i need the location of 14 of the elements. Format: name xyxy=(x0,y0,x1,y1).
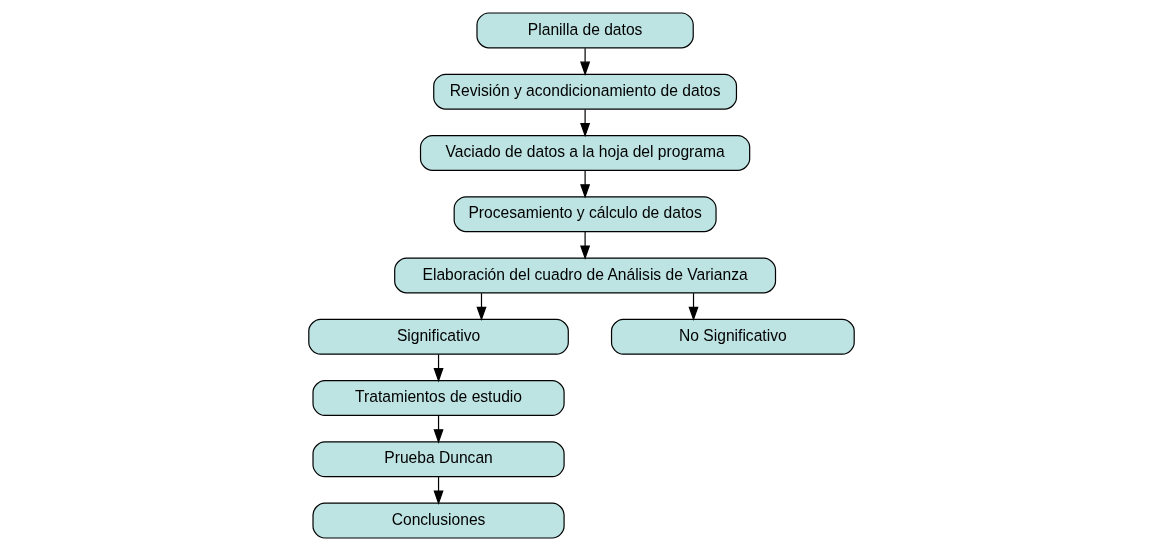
node-box: Significativo xyxy=(308,318,569,355)
node-box: Prueba Duncan xyxy=(312,441,565,478)
node-box: Conclusiones xyxy=(312,502,565,539)
node-box: Elaboración del cuadro de Análisis de Varianza xyxy=(394,257,777,294)
node-box: Revisión y acondicionamiento de datos xyxy=(433,73,738,110)
arrow xyxy=(580,108,591,138)
arrow xyxy=(580,231,591,260)
arrow xyxy=(580,47,591,77)
node-box: Vaciado de datos a la hoja del programa xyxy=(419,134,751,171)
node-box: Planilla de datos xyxy=(476,12,694,49)
node-box: No Significativo xyxy=(610,318,855,355)
node-box: Procesamiento y cálculo de datos xyxy=(453,196,717,233)
node-box: Tratamientos de estudio xyxy=(312,380,565,417)
arrow xyxy=(580,170,591,199)
